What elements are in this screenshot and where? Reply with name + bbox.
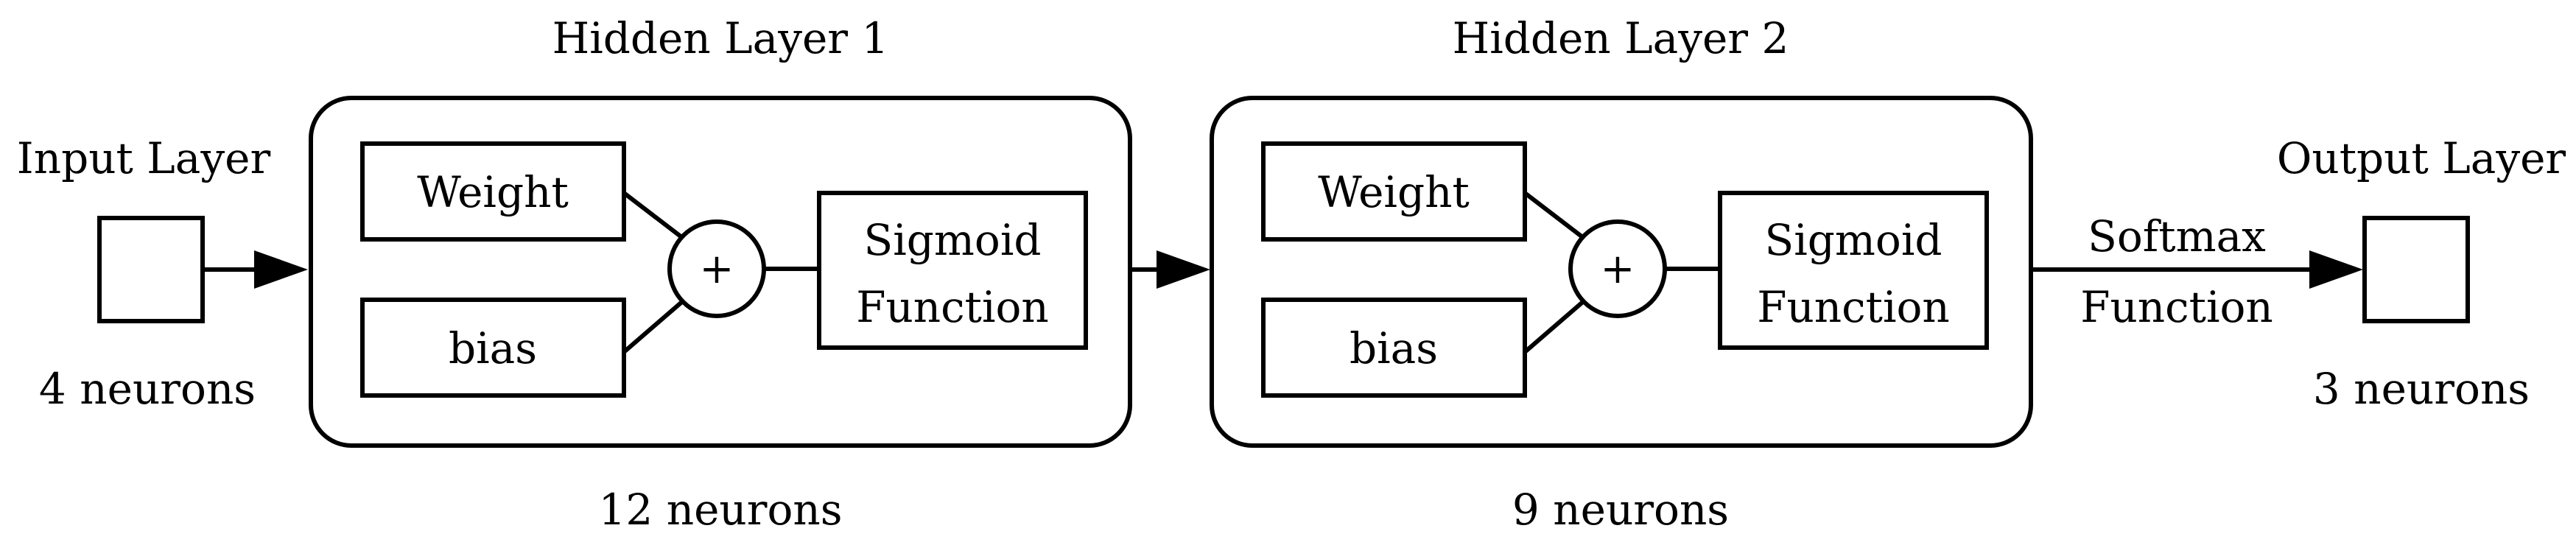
hidden-layer-2-title: Hidden Layer 2 [1453, 13, 1789, 63]
sigmoid-box [817, 191, 1088, 350]
bias-box [360, 298, 626, 398]
sigmoid-label-line2: Function [1757, 282, 1950, 332]
sigmoid-box [1718, 191, 1989, 350]
sum-symbol: + [1601, 245, 1635, 293]
softmax-label-line2: Function [2080, 282, 2273, 332]
sigmoid-label-line1: Sigmoid [1764, 215, 1942, 265]
weight-to-sum-line [622, 191, 685, 241]
hidden-layer-1-count: 12 neurons [598, 485, 842, 535]
hidden-layer-1: Hidden Layer 1 Weight bias + Sigmoid Fun… [309, 13, 1132, 535]
hidden-layer-1-title: Hidden Layer 1 [552, 13, 889, 63]
arrowhead [254, 250, 308, 289]
output-layer: Output Layer 3 neurons [2277, 133, 2566, 414]
output-layer-count: 3 neurons [2313, 364, 2530, 414]
output-neuron-box [2362, 216, 2470, 323]
sigmoid-label-line2: Function [856, 282, 1049, 332]
weight-to-sum-line [1523, 191, 1586, 241]
arrowhead [1157, 250, 1210, 289]
input-layer: Input Layer 4 neurons [17, 133, 271, 414]
softmax-label-line1: Softmax [2088, 211, 2266, 261]
hidden-layer-2-count: 9 neurons [1512, 485, 1729, 535]
arrow-hidden2-to-output: Softmax Function [2031, 211, 2363, 332]
weight-box [360, 141, 626, 242]
hidden-layer-2: Hidden Layer 2 Weight bias + Sigmoid Fun… [1210, 13, 2033, 535]
sigmoid-label-line1: Sigmoid [863, 215, 1041, 265]
output-layer-title: Output Layer [2277, 133, 2566, 183]
weight-box [1261, 141, 1527, 242]
arrow-hidden1-to-hidden2 [1130, 250, 1210, 289]
bias-to-sum-line [622, 298, 685, 354]
arrow-input-to-hidden1 [203, 250, 308, 289]
bias-label: bias [1350, 323, 1438, 373]
bias-box [1261, 298, 1527, 398]
sum-symbol: + [700, 245, 734, 293]
bias-label: bias [449, 323, 537, 373]
input-layer-count: 4 neurons [39, 364, 256, 414]
weight-label: Weight [1318, 167, 1470, 217]
weight-label: Weight [417, 167, 569, 217]
input-layer-title: Input Layer [17, 133, 271, 183]
arrowhead [2309, 250, 2363, 289]
bias-to-sum-line [1523, 298, 1586, 354]
input-neuron-box [97, 216, 205, 323]
